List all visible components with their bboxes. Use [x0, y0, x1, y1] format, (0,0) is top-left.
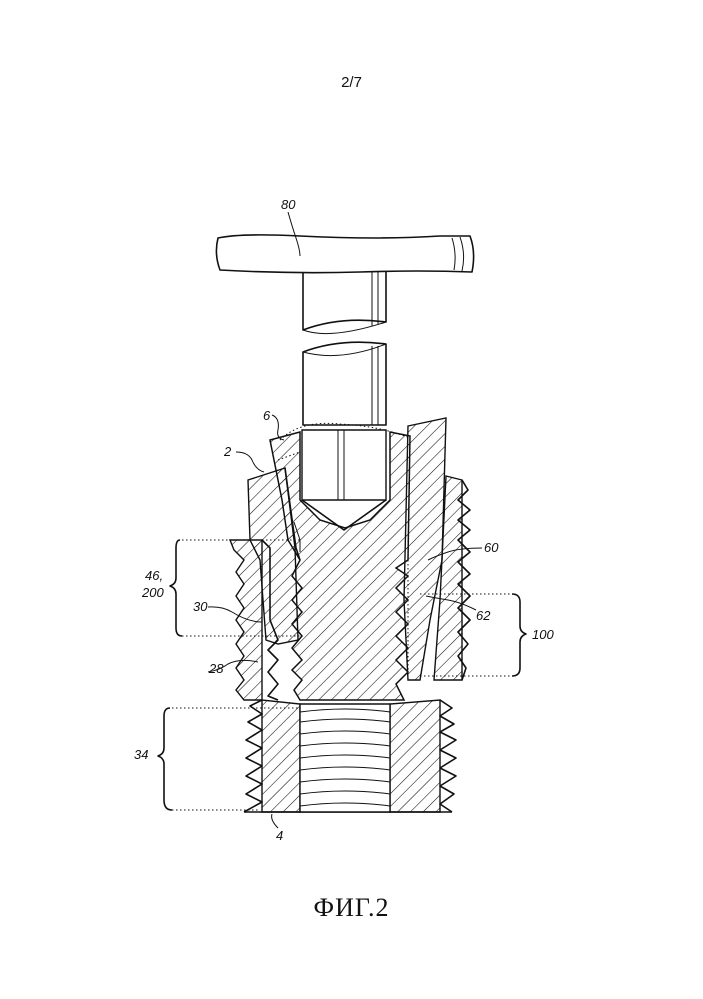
label-30: 30 [193, 599, 208, 614]
label-34: 34 [134, 747, 148, 762]
label-62: 62 [476, 608, 491, 623]
label-28: 28 [208, 661, 224, 676]
label-80: 80 [281, 197, 296, 212]
figure-caption: ФИГ.2 [0, 893, 703, 923]
label-4: 4 [276, 828, 283, 843]
tool-shaft-lower [303, 342, 386, 425]
label-2: 2 [223, 444, 232, 459]
label-46: 46, [145, 568, 163, 583]
label-60: 60 [484, 540, 499, 555]
tool-shaft-upper [303, 272, 386, 334]
implant-body [244, 700, 456, 812]
label-200: 200 [141, 585, 164, 600]
label-6: 6 [263, 408, 271, 423]
label-100: 100 [532, 627, 554, 642]
tool-handle [216, 235, 473, 273]
